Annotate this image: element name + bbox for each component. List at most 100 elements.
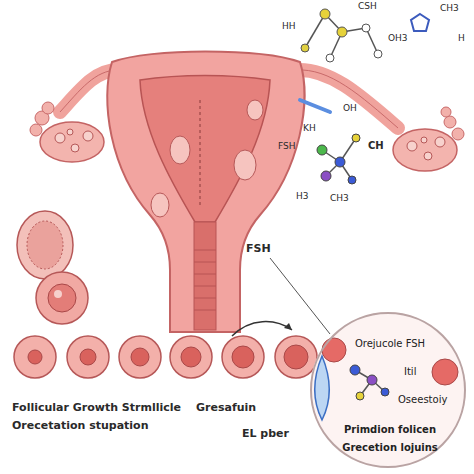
illustration-part <box>71 144 79 152</box>
illustration-part <box>432 359 458 385</box>
illustration-part <box>348 176 356 184</box>
illustration-part <box>322 138 356 180</box>
illustration-part <box>48 284 76 312</box>
illustration-part <box>374 50 382 58</box>
inset-circle: Orejucole FSH ItilOseestoiyPrimdion folic… <box>310 312 466 468</box>
diagram-label: H <box>458 34 465 44</box>
illustration-part <box>305 14 325 48</box>
illustration-part <box>301 9 382 62</box>
diagram-label: CH <box>368 140 384 151</box>
illustration-part <box>350 365 360 375</box>
illustration-part <box>194 262 216 263</box>
illustration-part <box>270 258 330 334</box>
illustration-part <box>275 336 317 378</box>
illustration-part <box>194 250 216 251</box>
illustration-part <box>326 54 334 62</box>
illustration-part <box>151 100 263 217</box>
diagram-label: H3 <box>296 192 309 202</box>
illustration-part <box>28 345 308 369</box>
inset-text: Grecetion lojuins <box>342 442 438 453</box>
illustration-part <box>140 76 270 223</box>
illustration-part <box>424 152 432 160</box>
illustration-part <box>170 136 190 164</box>
illustration-part <box>14 336 56 378</box>
illustration-part <box>452 128 464 140</box>
inset-text: Oseestoiy <box>398 394 447 405</box>
illustration-part <box>36 272 88 324</box>
illustration-part <box>284 323 292 330</box>
illustration-part <box>317 145 327 155</box>
diagram-label: CH3 <box>440 4 459 14</box>
illustration-part <box>444 116 456 128</box>
diagram-label: Follicular Growth Strmllicle <box>12 402 181 414</box>
illustration-part <box>28 350 42 364</box>
illustration-part <box>350 365 389 400</box>
inset-text: Primdion folicen <box>344 424 436 435</box>
illustration-part <box>234 150 256 180</box>
diagram-label: EL pber <box>242 428 289 440</box>
illustration-part <box>200 100 201 205</box>
diagram-label: FSH <box>278 142 296 152</box>
illustration-part <box>320 9 330 19</box>
illustration-part <box>421 137 427 143</box>
illustration-part <box>83 131 93 141</box>
illustration-part <box>407 141 417 151</box>
illustration-part <box>310 312 466 468</box>
diagram-label: Orecetation stupation <box>12 420 149 432</box>
inset-text: Orejucole FSH <box>355 338 425 349</box>
illustration-part <box>55 129 93 152</box>
illustration-part <box>381 388 389 396</box>
illustration-part <box>435 137 445 147</box>
illustration-part <box>356 392 364 400</box>
illustration-part <box>67 129 73 135</box>
illustration-part <box>317 134 360 184</box>
illustration-part <box>352 134 360 142</box>
illustration-part <box>194 222 216 330</box>
illustration-part <box>27 221 63 269</box>
illustration-part <box>181 347 201 367</box>
illustration-part <box>80 349 96 365</box>
diagram-label: HH <box>282 22 296 32</box>
illustration-part <box>321 171 331 181</box>
illustration-part <box>194 250 216 310</box>
illustration-part <box>194 274 216 275</box>
illustration-part <box>194 286 216 287</box>
illustration-part <box>367 375 377 385</box>
diagram-label: KH <box>303 124 316 134</box>
illustration-part <box>194 310 216 311</box>
illustration-part <box>337 27 347 37</box>
illustration-part <box>284 345 308 369</box>
illustration-part <box>315 356 330 420</box>
diagram-label: OH3 <box>388 34 408 44</box>
illustration-part <box>222 336 264 378</box>
diagram-label: CSH <box>358 2 377 12</box>
illustration-part <box>335 157 345 167</box>
illustration-part <box>17 211 73 279</box>
illustration-part <box>170 336 212 378</box>
illustration-part <box>247 100 263 120</box>
illustration-part <box>411 14 429 31</box>
illustration-part <box>305 14 378 58</box>
illustration-part <box>131 348 149 366</box>
illustration-part <box>40 122 104 162</box>
inset-text: Itil <box>404 366 416 377</box>
illustration-part <box>107 52 304 333</box>
illustration-part <box>393 129 457 171</box>
diagram-label: FSH <box>246 243 271 255</box>
illustration-part <box>55 133 65 143</box>
illustration-part <box>54 290 62 298</box>
illustration-part <box>322 338 346 362</box>
illustration-part <box>14 336 317 378</box>
illustration-part <box>232 346 254 368</box>
illustration-part <box>362 24 370 32</box>
diagram-label: OH <box>343 104 357 114</box>
illustration-part <box>30 124 42 136</box>
diagram-label: CH3 <box>330 194 349 204</box>
diagram-label: Gresafuin <box>196 402 256 414</box>
illustration-part <box>407 137 445 160</box>
illustration-part <box>441 107 451 117</box>
illustration-part <box>194 298 216 299</box>
illustration-part <box>232 322 292 336</box>
illustration-part <box>300 100 330 112</box>
